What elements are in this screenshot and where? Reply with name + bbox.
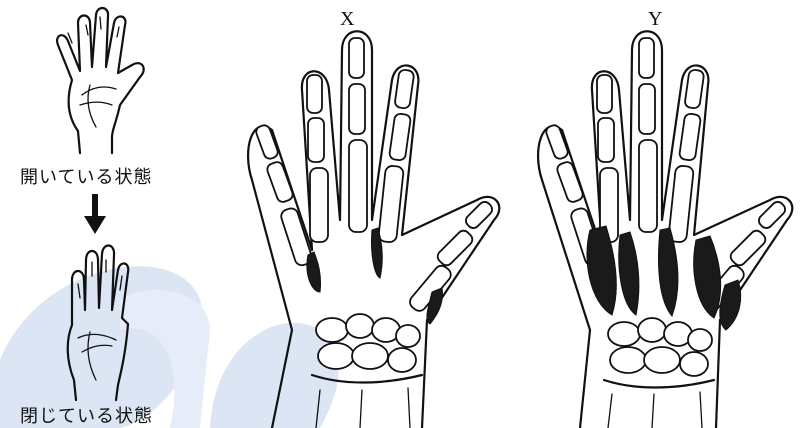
hand-x-label: X	[340, 8, 354, 31]
closed-state-label: 閉じている状態	[20, 402, 153, 428]
hand-x-skeleton	[232, 30, 522, 428]
open-hand-illustration	[20, 5, 190, 155]
wrist-bones-y	[604, 318, 714, 428]
muscles-y	[587, 226, 741, 330]
open-state-label: 開いている状態	[20, 163, 152, 189]
open-hand-panel: 開いている状態	[20, 5, 190, 185]
hand-y-skeleton	[520, 30, 810, 428]
wrist-bones-x	[312, 314, 422, 428]
down-arrow-icon	[84, 194, 106, 234]
closed-hand-illustration	[20, 240, 190, 400]
hand-y-label: Y	[648, 8, 662, 31]
closed-hand-panel: 閉じている状態	[20, 240, 190, 425]
